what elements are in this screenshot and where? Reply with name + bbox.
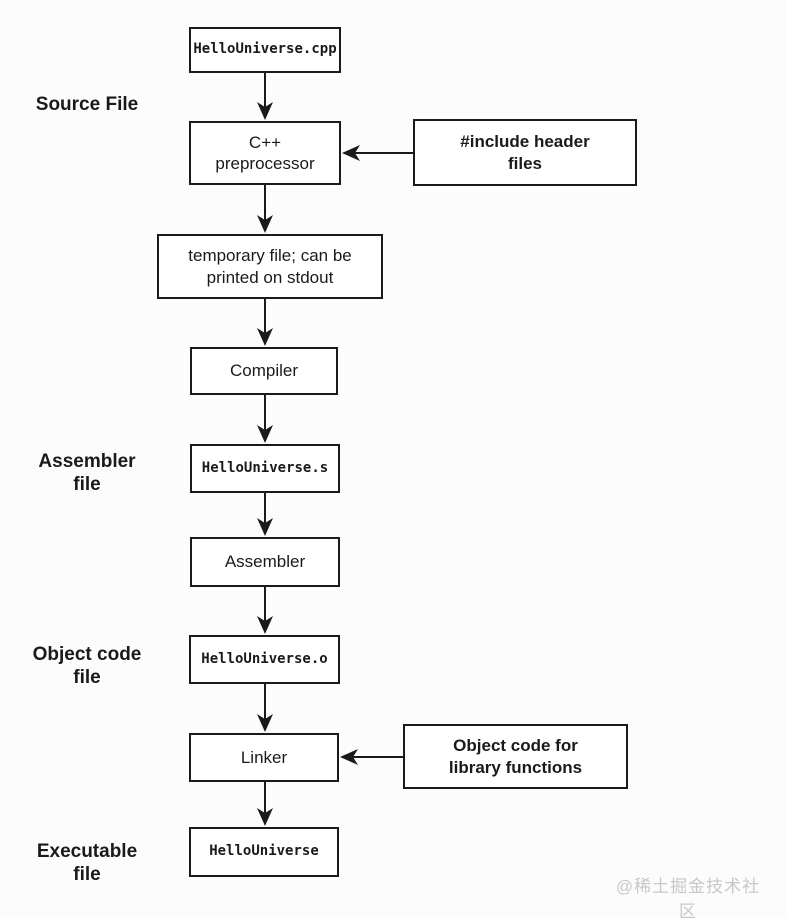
node-assembler: Assembler [190,537,340,587]
label-assembler-file: Assembler file [38,451,136,496]
label-source-file: Source File [35,94,139,115]
node-linker: Linker [189,733,339,782]
node-assembler-file-s: HelloUniverse.s [190,444,340,493]
node-compiler: Compiler [190,347,338,395]
watermark-text: @稀土掘金技术社区 [615,877,761,918]
node-executable-hellouniverse: HelloUniverse [189,827,339,877]
node-object-code-library: Object code for library functions [403,724,628,789]
node-cpp-preprocessor: C++ preprocessor [189,121,341,185]
node-include-header-files: #include header files [413,119,637,186]
node-source-file-cpp: HelloUniverse.cpp [189,27,341,73]
node-temporary-file: temporary file; can be printed on stdout [157,234,383,299]
label-object-code-file: Object code file [32,644,142,689]
node-object-file-o: HelloUniverse.o [189,635,340,684]
label-executable-file: Executable file [36,841,138,886]
